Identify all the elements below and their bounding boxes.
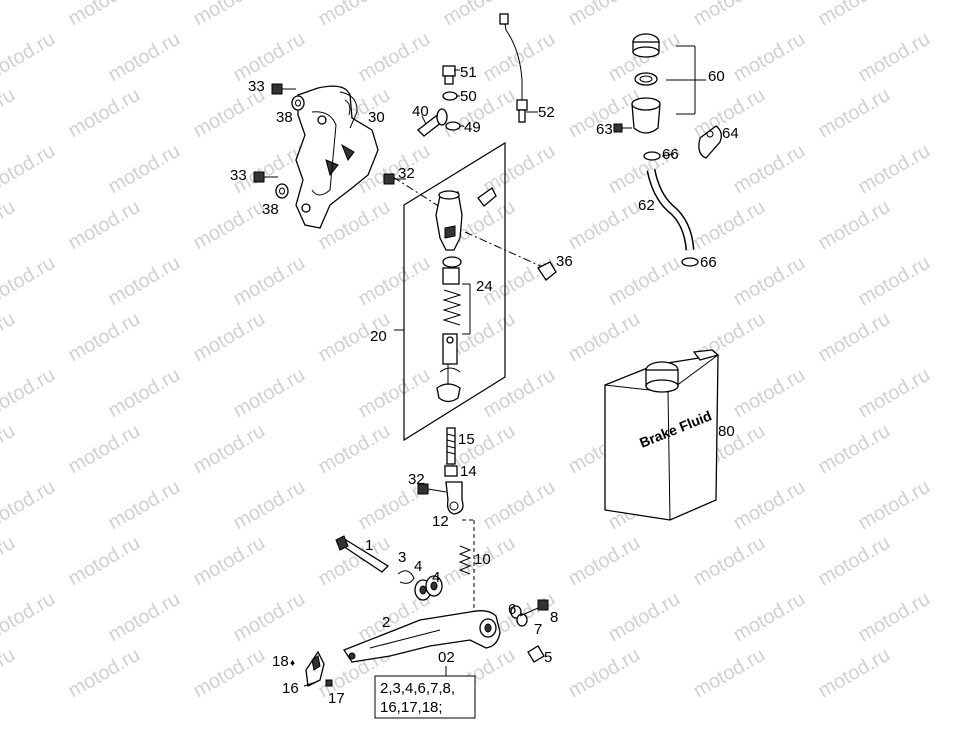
label-2: 2 [382, 614, 390, 631]
label-14: 14 [460, 463, 477, 480]
pin-16 [303, 681, 317, 687]
label-1: 1 [365, 537, 373, 554]
bolt-32-upper [383, 173, 406, 185]
label-3: 3 [398, 549, 406, 566]
brake-fluid-can: Brake Fluid [604, 349, 720, 521]
kit-line-1: 2,3,4,6,7,8, [380, 680, 455, 697]
grommet-38-upper [291, 95, 305, 111]
label-50: 50 [460, 88, 477, 105]
brake-pedal-2 [343, 610, 501, 663]
label-40: 40 [412, 103, 429, 120]
label-8: 8 [550, 609, 558, 626]
label-33-upper: 33 [248, 78, 265, 95]
hose-62 [646, 169, 695, 251]
grommet-38-lower [275, 183, 289, 199]
bracket-line-24 [462, 283, 471, 335]
label-02: 02 [438, 649, 455, 666]
label-24: 24 [476, 278, 493, 295]
pivot-bolt-1 [335, 535, 390, 573]
label-38-upper: 38 [276, 109, 293, 126]
kit-02-box: 2,3,4,6,7,8, 16,17,18; [374, 666, 476, 719]
label-16: 16 [282, 680, 299, 697]
washer-7 [516, 613, 528, 627]
label-32-upper: 32 [398, 165, 415, 182]
label-20: 20 [370, 328, 387, 345]
label-49: 49 [464, 119, 481, 136]
label-10: 10 [474, 551, 491, 568]
pedal-tip-18 [305, 650, 325, 687]
hose-clamp-66-lower [681, 257, 699, 267]
banjo-bolt-51 [442, 65, 456, 85]
nut-5 [527, 645, 545, 663]
leader-lines [421, 69, 675, 157]
label-66-lower: 66 [700, 254, 717, 271]
screw-33-lower [253, 171, 278, 183]
bracket-64 [698, 125, 722, 159]
kit-line-2: 16,17,18; [380, 699, 443, 716]
label-18-dot: ♦ [290, 658, 295, 669]
label-64: 64 [722, 125, 739, 142]
screw-63 [613, 123, 632, 133]
bolt-32-lower [417, 483, 447, 495]
screw-17 [325, 679, 333, 687]
label-66-upper: 66 [662, 146, 679, 163]
pushrod-15 [446, 427, 456, 465]
label-4b: 4 [432, 569, 440, 586]
screw-33-upper [271, 83, 296, 95]
hose-fitting-40 [417, 108, 448, 137]
brake-light-switch-52 [499, 13, 528, 123]
label-38-lower: 38 [262, 201, 279, 218]
heel-guard [295, 85, 379, 229]
label-33-lower: 33 [230, 167, 247, 184]
label-60: 60 [708, 68, 725, 85]
bolt-8 [519, 599, 549, 617]
label-63: 63 [596, 121, 613, 138]
label-36: 36 [556, 253, 573, 270]
label-32-lower: 32 [408, 471, 425, 488]
label-62: 62 [638, 197, 655, 214]
label-30: 30 [368, 109, 385, 126]
label-7: 7 [534, 621, 542, 638]
nut-36 [537, 261, 557, 281]
spring-10 [458, 545, 472, 575]
label-6: 6 [508, 601, 516, 618]
reservoir-cap-60 [632, 33, 660, 58]
reservoir-ring-60 [634, 72, 658, 86]
label-80: 80 [718, 423, 735, 440]
hose-clamp-66-upper [643, 151, 661, 161]
bracket-line-60 [666, 45, 706, 115]
label-17: 17 [328, 690, 345, 707]
bearing-4b [425, 575, 443, 597]
master-cylinder-kit-box [392, 141, 546, 442]
reservoir-body-60 [631, 97, 661, 134]
label-18: 18 [272, 653, 289, 670]
washer-49 [445, 121, 461, 131]
washer-50 [442, 91, 458, 101]
label-5: 5 [544, 649, 552, 666]
label-15: 15 [458, 431, 475, 448]
circlip-3 [397, 570, 415, 584]
clevis-12 [445, 481, 464, 515]
label-52: 52 [538, 104, 555, 121]
label-12: 12 [432, 513, 449, 530]
label-4a: 4 [414, 558, 422, 575]
label-51: 51 [460, 64, 477, 81]
nut-14 [444, 465, 458, 477]
